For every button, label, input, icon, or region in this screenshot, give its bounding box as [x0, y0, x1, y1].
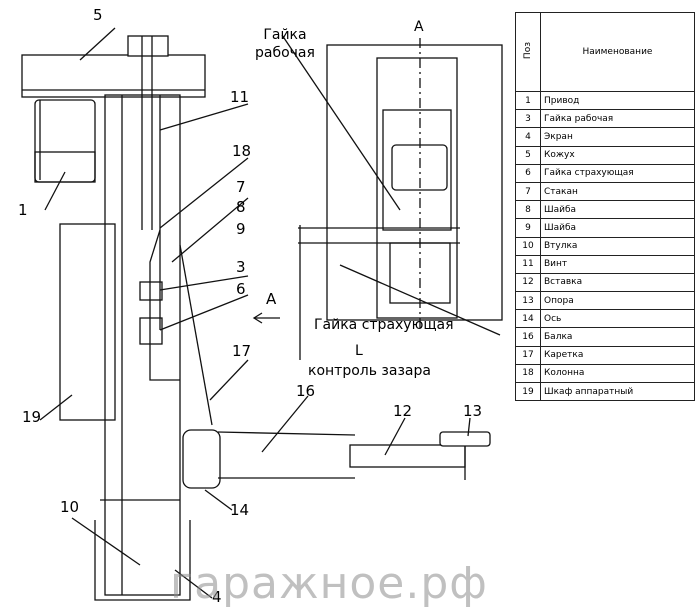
label-18: 18 [232, 142, 252, 160]
label-7: 7 [236, 178, 246, 196]
row-pos: 14 [515, 309, 541, 329]
section-a-label: A [414, 19, 424, 35]
gap-control-label: контроль зазара [308, 363, 431, 379]
row-name: Привод [540, 90, 695, 111]
label-9: 9 [236, 220, 246, 238]
label-1: 1 [18, 201, 28, 219]
pos-header: Поз [523, 41, 533, 60]
motor-cap [127, 35, 169, 57]
row-pos: 17 [515, 345, 541, 365]
arrow-a-label: A [266, 290, 277, 308]
label-4: 4 [212, 588, 222, 606]
label-5: 5 [93, 6, 103, 24]
label-10: 10 [60, 498, 80, 516]
label-12: 12 [393, 402, 413, 420]
row-name: Ось [540, 309, 695, 329]
row-pos: 13 [515, 291, 541, 311]
row-name: Шкаф аппаратный [540, 381, 695, 402]
row-name: Каретка [540, 345, 695, 365]
row-name: Шайба [540, 218, 695, 238]
row-pos: 12 [515, 272, 541, 293]
label-11: 11 [230, 88, 250, 106]
row-pos: 16 [515, 327, 541, 347]
row-name: Стакан [540, 181, 695, 202]
row-pos: 10 [515, 236, 541, 256]
row-pos: 7 [515, 181, 541, 202]
row-pos: 5 [515, 145, 541, 165]
label-17: 17 [232, 342, 252, 360]
label-16: 16 [296, 382, 316, 400]
row-name: Шайба [540, 200, 695, 220]
row-pos: 19 [515, 381, 541, 402]
name-header: Наименование [540, 12, 695, 92]
row-name: Опора [540, 291, 695, 311]
row-name: Кожух [540, 145, 695, 165]
pad-support [439, 431, 491, 447]
row-pos: 18 [515, 363, 541, 384]
label-13: 13 [463, 402, 483, 420]
drive-motor [34, 99, 96, 183]
row-name: Винт [540, 254, 695, 274]
row-name: Вставка [540, 272, 695, 293]
row-name: Гайка рабочая [540, 109, 695, 129]
row-name: Втулка [540, 236, 695, 256]
row-pos: 1 [515, 90, 541, 111]
label-3: 3 [236, 258, 246, 276]
cover-housing [21, 54, 206, 98]
row-pos: 11 [515, 254, 541, 274]
row-pos: 9 [515, 218, 541, 238]
gap-symbol: L [355, 343, 363, 359]
row-name: Балка [540, 327, 695, 347]
work-nut-label: Гайка рабочая [255, 27, 315, 62]
row-pos: 4 [515, 127, 541, 147]
row-pos: 3 [515, 109, 541, 129]
row-name: Гайка страхующая [540, 163, 695, 183]
label-6: 6 [236, 280, 246, 298]
row-pos: 8 [515, 200, 541, 220]
arm-pivot [182, 429, 221, 489]
parts-table-header: Поз Наименование [515, 12, 695, 92]
row-name: Экран [540, 127, 695, 147]
label-8: 8 [236, 198, 246, 216]
label-14: 14 [230, 501, 250, 519]
safety-nut-label: Гайка страхующая [314, 317, 454, 333]
control-cabinet [59, 223, 116, 421]
label-19: 19 [22, 408, 42, 426]
detail-view [326, 44, 503, 321]
watermark: гаражное.рф [170, 558, 488, 609]
row-pos: 6 [515, 163, 541, 183]
row-name: Колонна [540, 363, 695, 384]
